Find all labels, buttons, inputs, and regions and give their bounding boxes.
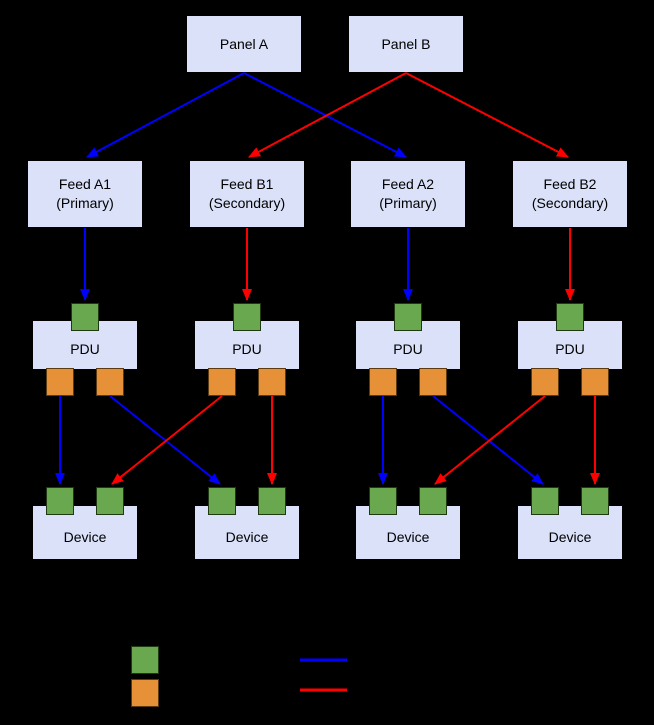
device-3-label: Device <box>386 529 430 545</box>
device-1-label: Device <box>63 529 107 545</box>
device-1-input-port-right <box>96 487 124 515</box>
device-2-input-port-left <box>208 487 236 515</box>
pdu-3-output-port-left <box>369 368 397 396</box>
arrow-panel-b-to-feed-b2 <box>405 72 569 158</box>
feed-b2-name: Feed B2 <box>543 176 597 192</box>
arrow-pdu-3-to-device-4 <box>432 395 544 485</box>
pdu-4-output-port-right <box>581 368 609 396</box>
device-4-input-port-left <box>531 487 559 515</box>
feed-a2-name: Feed A2 <box>381 176 435 192</box>
legend-output-port-swatch <box>131 679 159 707</box>
arrow-pdu-4-to-device-3 <box>434 395 546 485</box>
pdu-3-label: PDU <box>393 340 423 357</box>
pdu-2-output-port-right <box>258 368 286 396</box>
feed-b1-name: Feed B1 <box>220 176 274 192</box>
feed-b2-role: (Secondary) <box>531 195 609 211</box>
panel-a-label: Panel A <box>219 35 269 52</box>
feed-a1-name: Feed A1 <box>58 176 112 192</box>
device-3-input-port-left <box>369 487 397 515</box>
pdu-1-output-port-right <box>96 368 124 396</box>
pdu-1-label: PDU <box>70 340 100 357</box>
pdu-1-input-port <box>71 303 99 331</box>
pdu-4-node: PDU <box>517 320 623 370</box>
feed-b1-node: Feed B1 (Secondary) <box>189 160 305 228</box>
feed-a1-node: Feed A1 (Primary) <box>27 160 143 228</box>
arrow-panel-b-to-feed-b1 <box>248 72 407 158</box>
arrow-panel-a-to-feed-a1 <box>86 72 245 158</box>
pdu-1-output-port-left <box>46 368 74 396</box>
pdu-3-output-port-right <box>419 368 447 396</box>
arrow-pdu-1-to-device-2 <box>109 395 221 485</box>
pdu-4-label: PDU <box>555 340 585 357</box>
panel-b-node: Panel B <box>348 15 464 73</box>
pdu-4-output-port-left <box>531 368 559 396</box>
feed-a1-role: (Primary) <box>56 195 114 211</box>
device-4-label: Device <box>548 529 592 545</box>
pdu-3-input-port <box>394 303 422 331</box>
device-2-input-port-right <box>258 487 286 515</box>
device-4-input-port-right <box>581 487 609 515</box>
pdu-2-label: PDU <box>232 340 262 357</box>
device-3-input-port-right <box>419 487 447 515</box>
arrow-pdu-2-to-device-1 <box>111 395 223 485</box>
device-2-label: Device <box>225 529 269 545</box>
pdu-2-output-port-left <box>208 368 236 396</box>
pdu-2-input-port <box>233 303 261 331</box>
feed-a2-role: (Primary) <box>379 195 437 211</box>
arrow-panel-a-to-feed-a2 <box>243 72 407 158</box>
pdu-2-node: PDU <box>194 320 300 370</box>
feed-b2-node: Feed B2 (Secondary) <box>512 160 628 228</box>
legend-input-port-swatch <box>131 646 159 674</box>
pdu-4-input-port <box>556 303 584 331</box>
feed-a2-node: Feed A2 (Primary) <box>350 160 466 228</box>
device-1-input-port-left <box>46 487 74 515</box>
panel-a-node: Panel A <box>186 15 302 73</box>
feed-b1-role: (Secondary) <box>208 195 286 211</box>
panel-b-label: Panel B <box>381 35 431 52</box>
